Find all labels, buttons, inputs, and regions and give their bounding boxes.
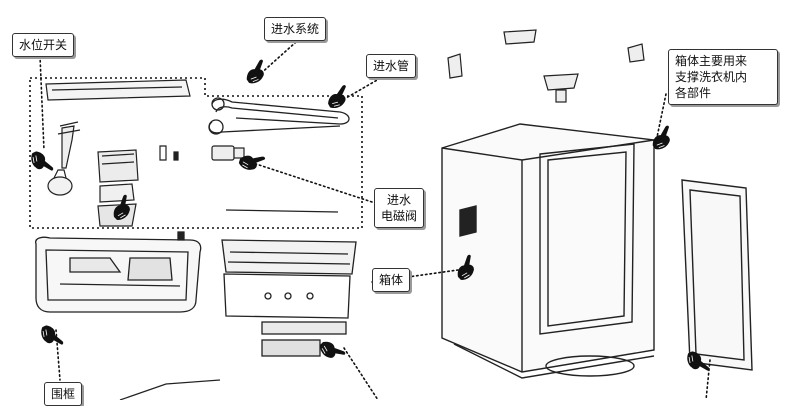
label-line: 支撑洗衣机内 [675, 70, 748, 84]
frame-part [35, 231, 202, 313]
label-cabinet-note: 箱体主要用来 支撑洗衣机内 各部件 [668, 49, 778, 105]
inlet-system-dotted-boundary [29, 77, 363, 229]
label-frame: 围框 [44, 382, 83, 406]
label-cabinet: 箱体 [372, 268, 411, 292]
hand-pointer-icon [29, 148, 54, 175]
inlet-pipe-part [208, 97, 350, 135]
label-inlet-pipe: 进水管 [366, 54, 417, 78]
label-inlet-valve: 进水 电磁阀 [374, 188, 424, 228]
label-inlet-system: 进水系统 [264, 17, 327, 41]
mounting-brackets [447, 29, 645, 103]
water-level-switch-parts [45, 79, 191, 196]
hand-pointer-icon [324, 84, 351, 111]
cabinet-part [441, 123, 655, 379]
hand-pointer-icon [39, 322, 64, 349]
label-water-level-switch: 水位开关 [12, 33, 75, 57]
label-line: 各部件 [675, 86, 712, 100]
hand-pointer-icon [241, 58, 270, 86]
control-panel-part [221, 239, 357, 357]
control-module-parts [97, 145, 179, 227]
side-cover-panel [681, 179, 753, 371]
base-outline [119, 379, 221, 400]
label-line: 进水 [386, 193, 411, 207]
label-line: 电磁阀 [380, 209, 417, 223]
label-line: 箱体主要用来 [675, 54, 748, 68]
hand-pointer-icon [317, 334, 347, 365]
inlet-valve-part [211, 145, 339, 213]
